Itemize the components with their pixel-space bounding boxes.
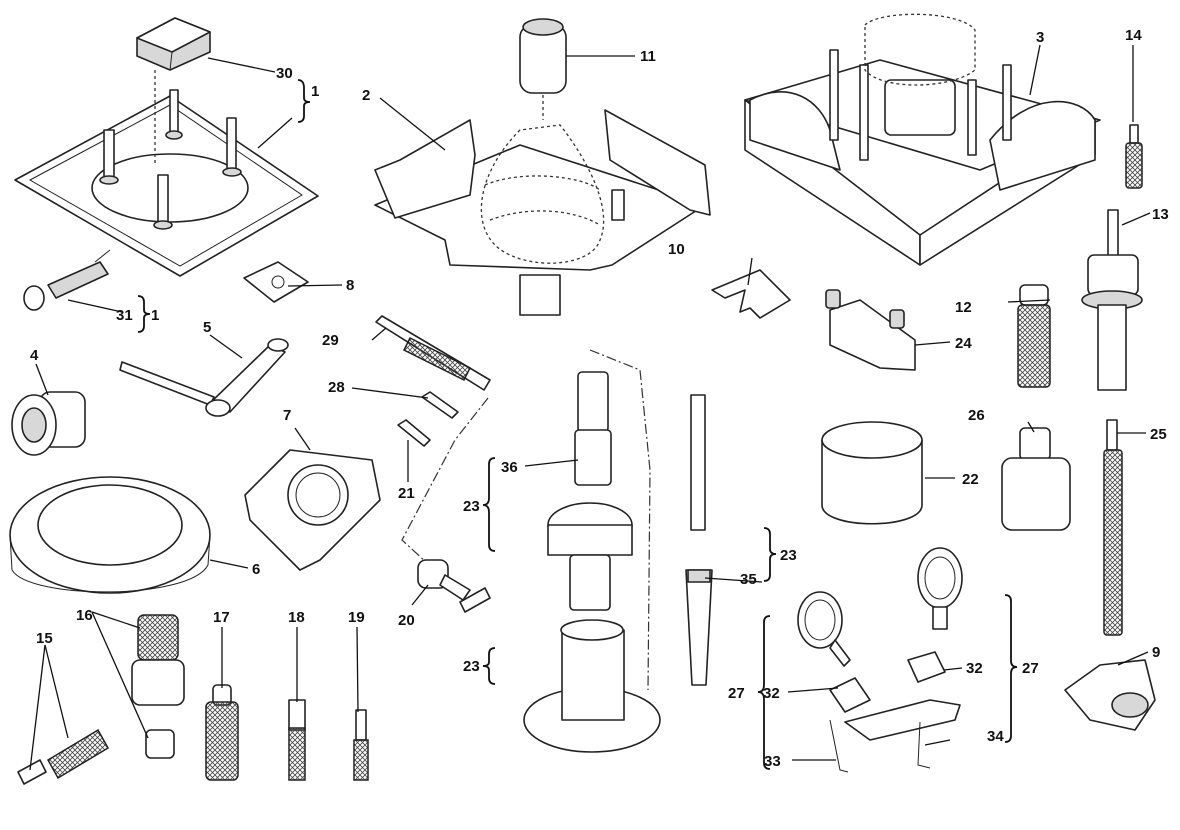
part-19-stud bbox=[353, 709, 369, 781]
part-27-dial-gauge-right bbox=[917, 547, 963, 630]
braces bbox=[137, 79, 1018, 770]
callout-5: 5 bbox=[203, 319, 211, 336]
callout-27a: 27 bbox=[728, 685, 745, 702]
callout-35: 35 bbox=[740, 571, 757, 588]
callout-22: 22 bbox=[962, 471, 979, 488]
callout-31: 31 bbox=[116, 307, 133, 324]
callout-30: 30 bbox=[276, 65, 293, 82]
part-28-screw bbox=[421, 391, 459, 419]
part-14-pin bbox=[1125, 124, 1143, 189]
callout-11: 11 bbox=[640, 48, 656, 65]
part-12-knurled-pin bbox=[1017, 284, 1051, 388]
callout-19: 19 bbox=[348, 609, 365, 626]
callout-29: 29 bbox=[322, 332, 339, 349]
part-25-long-threaded-rod bbox=[1103, 419, 1123, 636]
callout-1b: 1 bbox=[151, 307, 159, 324]
callout-10: 10 bbox=[668, 241, 685, 258]
callout-26: 26 bbox=[968, 407, 985, 424]
part-21-screw bbox=[397, 419, 431, 447]
callout-7: 7 bbox=[283, 407, 291, 424]
part-1-locating-plate bbox=[14, 70, 319, 277]
part-16-threaded-bush bbox=[131, 614, 185, 759]
alignment-line-left bbox=[401, 397, 489, 576]
part-10-shim-plate bbox=[711, 269, 791, 319]
callout-13: 13 bbox=[1152, 206, 1169, 223]
callout-3: 3 bbox=[1036, 29, 1044, 46]
callout-labels: 1 1 2 3 4 5 6 7 8 9 10 11 12 13 14 15 16… bbox=[30, 27, 1169, 770]
part-3-engine-stand bbox=[744, 13, 1101, 266]
callout-18: 18 bbox=[288, 609, 305, 626]
callout-16: 16 bbox=[76, 607, 93, 624]
callout-23c: 23 bbox=[780, 547, 797, 564]
part-30-block bbox=[136, 17, 211, 71]
callout-12: 12 bbox=[955, 299, 972, 316]
callout-15: 15 bbox=[36, 630, 53, 647]
callout-27b: 27 bbox=[1022, 660, 1039, 677]
callout-4: 4 bbox=[30, 347, 39, 364]
part-35-guide-rod bbox=[685, 394, 713, 686]
part-7-splined-plate bbox=[244, 449, 381, 571]
part-13-threaded-tool bbox=[1081, 209, 1143, 391]
callout-32b: 32 bbox=[966, 660, 983, 677]
part-24-bracket bbox=[825, 289, 916, 371]
callout-8: 8 bbox=[346, 277, 354, 294]
callout-6: 6 bbox=[252, 561, 260, 578]
callout-23a: 23 bbox=[463, 498, 480, 515]
part-5-bent-rod bbox=[119, 338, 289, 417]
leader-lines bbox=[29, 44, 1151, 771]
part-31-pin bbox=[23, 249, 111, 311]
part-22-sleeve-ring bbox=[821, 421, 923, 525]
part-27-dial-gauge-left bbox=[797, 591, 851, 667]
callout-33: 33 bbox=[764, 753, 781, 770]
callout-34: 34 bbox=[987, 728, 1004, 745]
callout-28: 28 bbox=[328, 379, 345, 396]
part-4-bushing bbox=[11, 391, 86, 456]
callout-9: 9 bbox=[1152, 644, 1160, 661]
part-36-mandrel bbox=[574, 371, 612, 486]
part-34-gauge-bar bbox=[844, 699, 961, 769]
part-23-base bbox=[523, 619, 661, 753]
callout-23b: 23 bbox=[463, 658, 480, 675]
part-32-gauge-holder bbox=[829, 651, 946, 713]
part-20-tee-handle bbox=[417, 559, 491, 613]
callout-14: 14 bbox=[1125, 27, 1142, 44]
part-17-knurled-sleeve bbox=[205, 684, 239, 781]
part-11-sleeve bbox=[519, 18, 567, 120]
part-6-splined-ring bbox=[9, 476, 211, 594]
part-18-stud bbox=[288, 699, 306, 781]
callout-32a: 32 bbox=[763, 685, 780, 702]
part-26-adapter bbox=[1001, 427, 1071, 531]
callout-17: 17 bbox=[213, 609, 230, 626]
callout-25: 25 bbox=[1150, 426, 1167, 443]
callout-20: 20 bbox=[398, 612, 415, 629]
part-15-pin-set bbox=[17, 728, 110, 785]
part-33-hex-key bbox=[829, 719, 849, 773]
callout-1a: 1 bbox=[311, 83, 319, 100]
callout-24: 24 bbox=[955, 335, 972, 352]
part-9-bracket bbox=[1064, 659, 1156, 731]
alignment-line-center bbox=[589, 349, 651, 691]
callout-21: 21 bbox=[398, 485, 415, 502]
part-2-support-fixture bbox=[374, 109, 711, 316]
part-8-small-plate bbox=[243, 261, 309, 303]
part-29-extractor bbox=[375, 315, 491, 391]
callout-36: 36 bbox=[501, 459, 518, 476]
callout-2: 2 bbox=[362, 87, 370, 104]
part-23-puller-body bbox=[547, 502, 633, 611]
